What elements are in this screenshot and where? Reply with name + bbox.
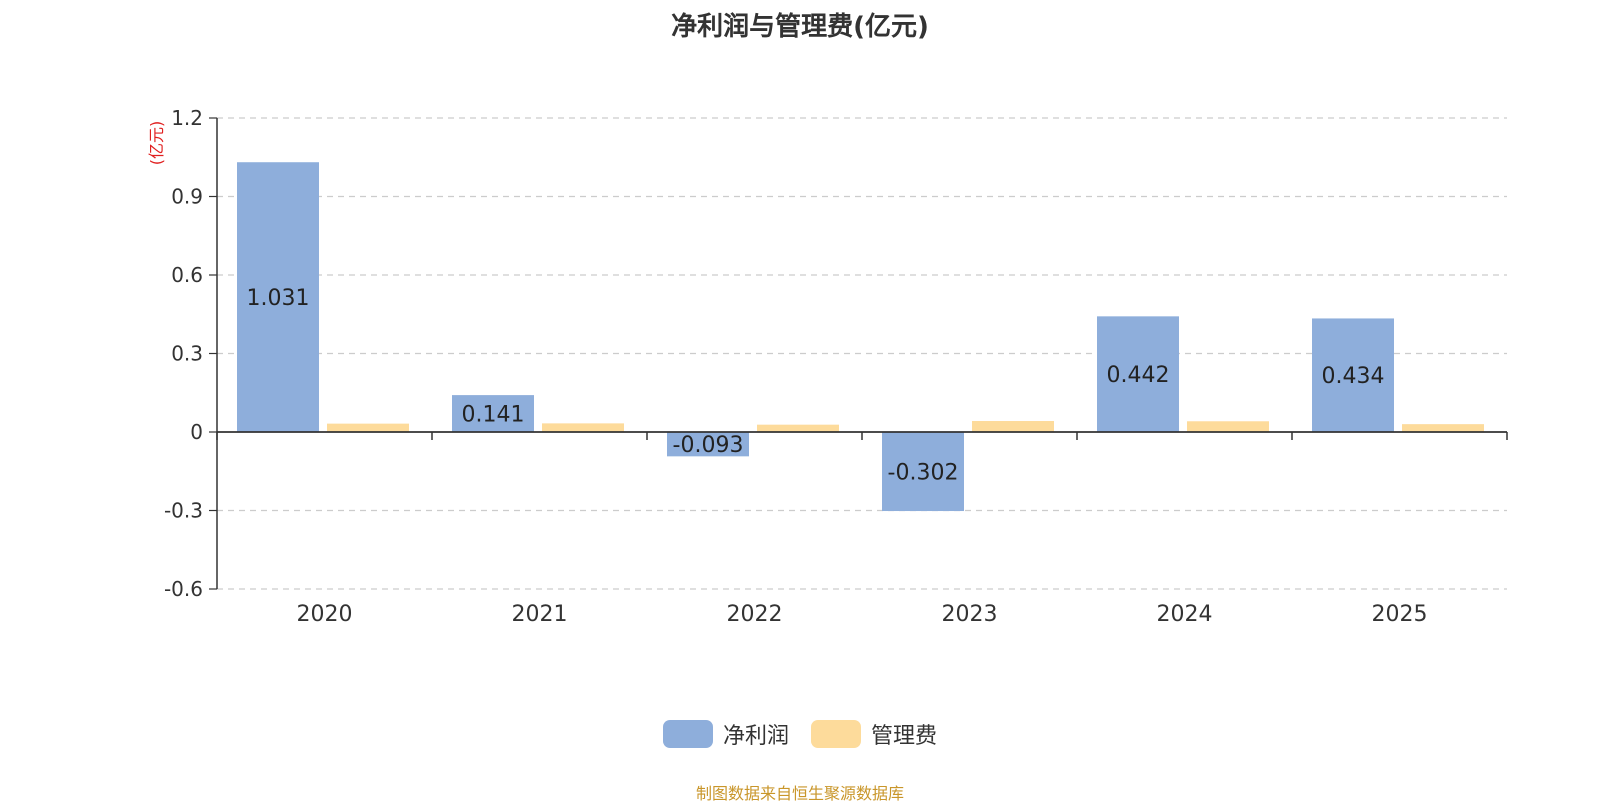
legend-label-admin-expense: 管理费: [871, 724, 938, 749]
y-tick-label: 0.6: [171, 263, 203, 287]
legend-item-net-profit[interactable]: 净利润: [662, 718, 789, 750]
bar-admin-expense: [1187, 421, 1269, 432]
bar-admin-expense: [972, 421, 1054, 432]
bar-net-profit: [1097, 316, 1179, 432]
x-tick-label: 2022: [727, 602, 783, 627]
bar-admin-expense: [757, 424, 839, 432]
x-tick-label: 2024: [1157, 602, 1213, 627]
y-tick-label: 0.9: [171, 185, 203, 209]
data-label-net-profit: -0.093: [673, 433, 744, 458]
bar-admin-expense: [1402, 424, 1484, 432]
y-tick-label: 0.3: [171, 342, 203, 366]
data-label-net-profit: 0.141: [462, 403, 525, 428]
x-tick-label: 2021: [512, 602, 568, 627]
data-label-net-profit: 1.031: [247, 286, 310, 311]
bar-admin-expense: [327, 423, 409, 432]
y-tick-label: 0: [190, 420, 203, 444]
bar-net-profit: [882, 432, 964, 512]
x-tick-label: 2025: [1372, 602, 1428, 627]
bar-admin-expense: [542, 423, 624, 432]
y-tick-label: -0.6: [164, 577, 203, 601]
y-axis-unit-label: (亿元): [147, 121, 166, 166]
legend-swatch-admin-expense: [811, 720, 861, 748]
bar-net-profit: [1312, 318, 1394, 432]
data-label-net-profit: 0.442: [1107, 363, 1170, 388]
bar-net-profit: [667, 432, 749, 457]
legend-swatch-net-profit: [662, 720, 713, 748]
chart-legend: 净利润 管理费: [0, 718, 1600, 750]
data-label-net-profit: 0.434: [1322, 364, 1385, 389]
legend-item-admin-expense[interactable]: 管理费: [811, 718, 937, 750]
y-tick-label: 1.2: [171, 106, 203, 130]
source-note: 制图数据来自恒生聚源数据库: [695, 784, 904, 803]
chart-title: 净利润与管理费(亿元): [671, 12, 929, 42]
legend-label-net-profit: 净利润: [722, 724, 789, 749]
x-tick-label: 2023: [942, 602, 998, 627]
x-tick-label: 2020: [297, 602, 353, 627]
bar-net-profit: [452, 395, 534, 432]
bar-net-profit: [237, 162, 319, 432]
data-label-net-profit: -0.302: [888, 461, 959, 486]
y-tick-label: -0.3: [164, 499, 203, 523]
